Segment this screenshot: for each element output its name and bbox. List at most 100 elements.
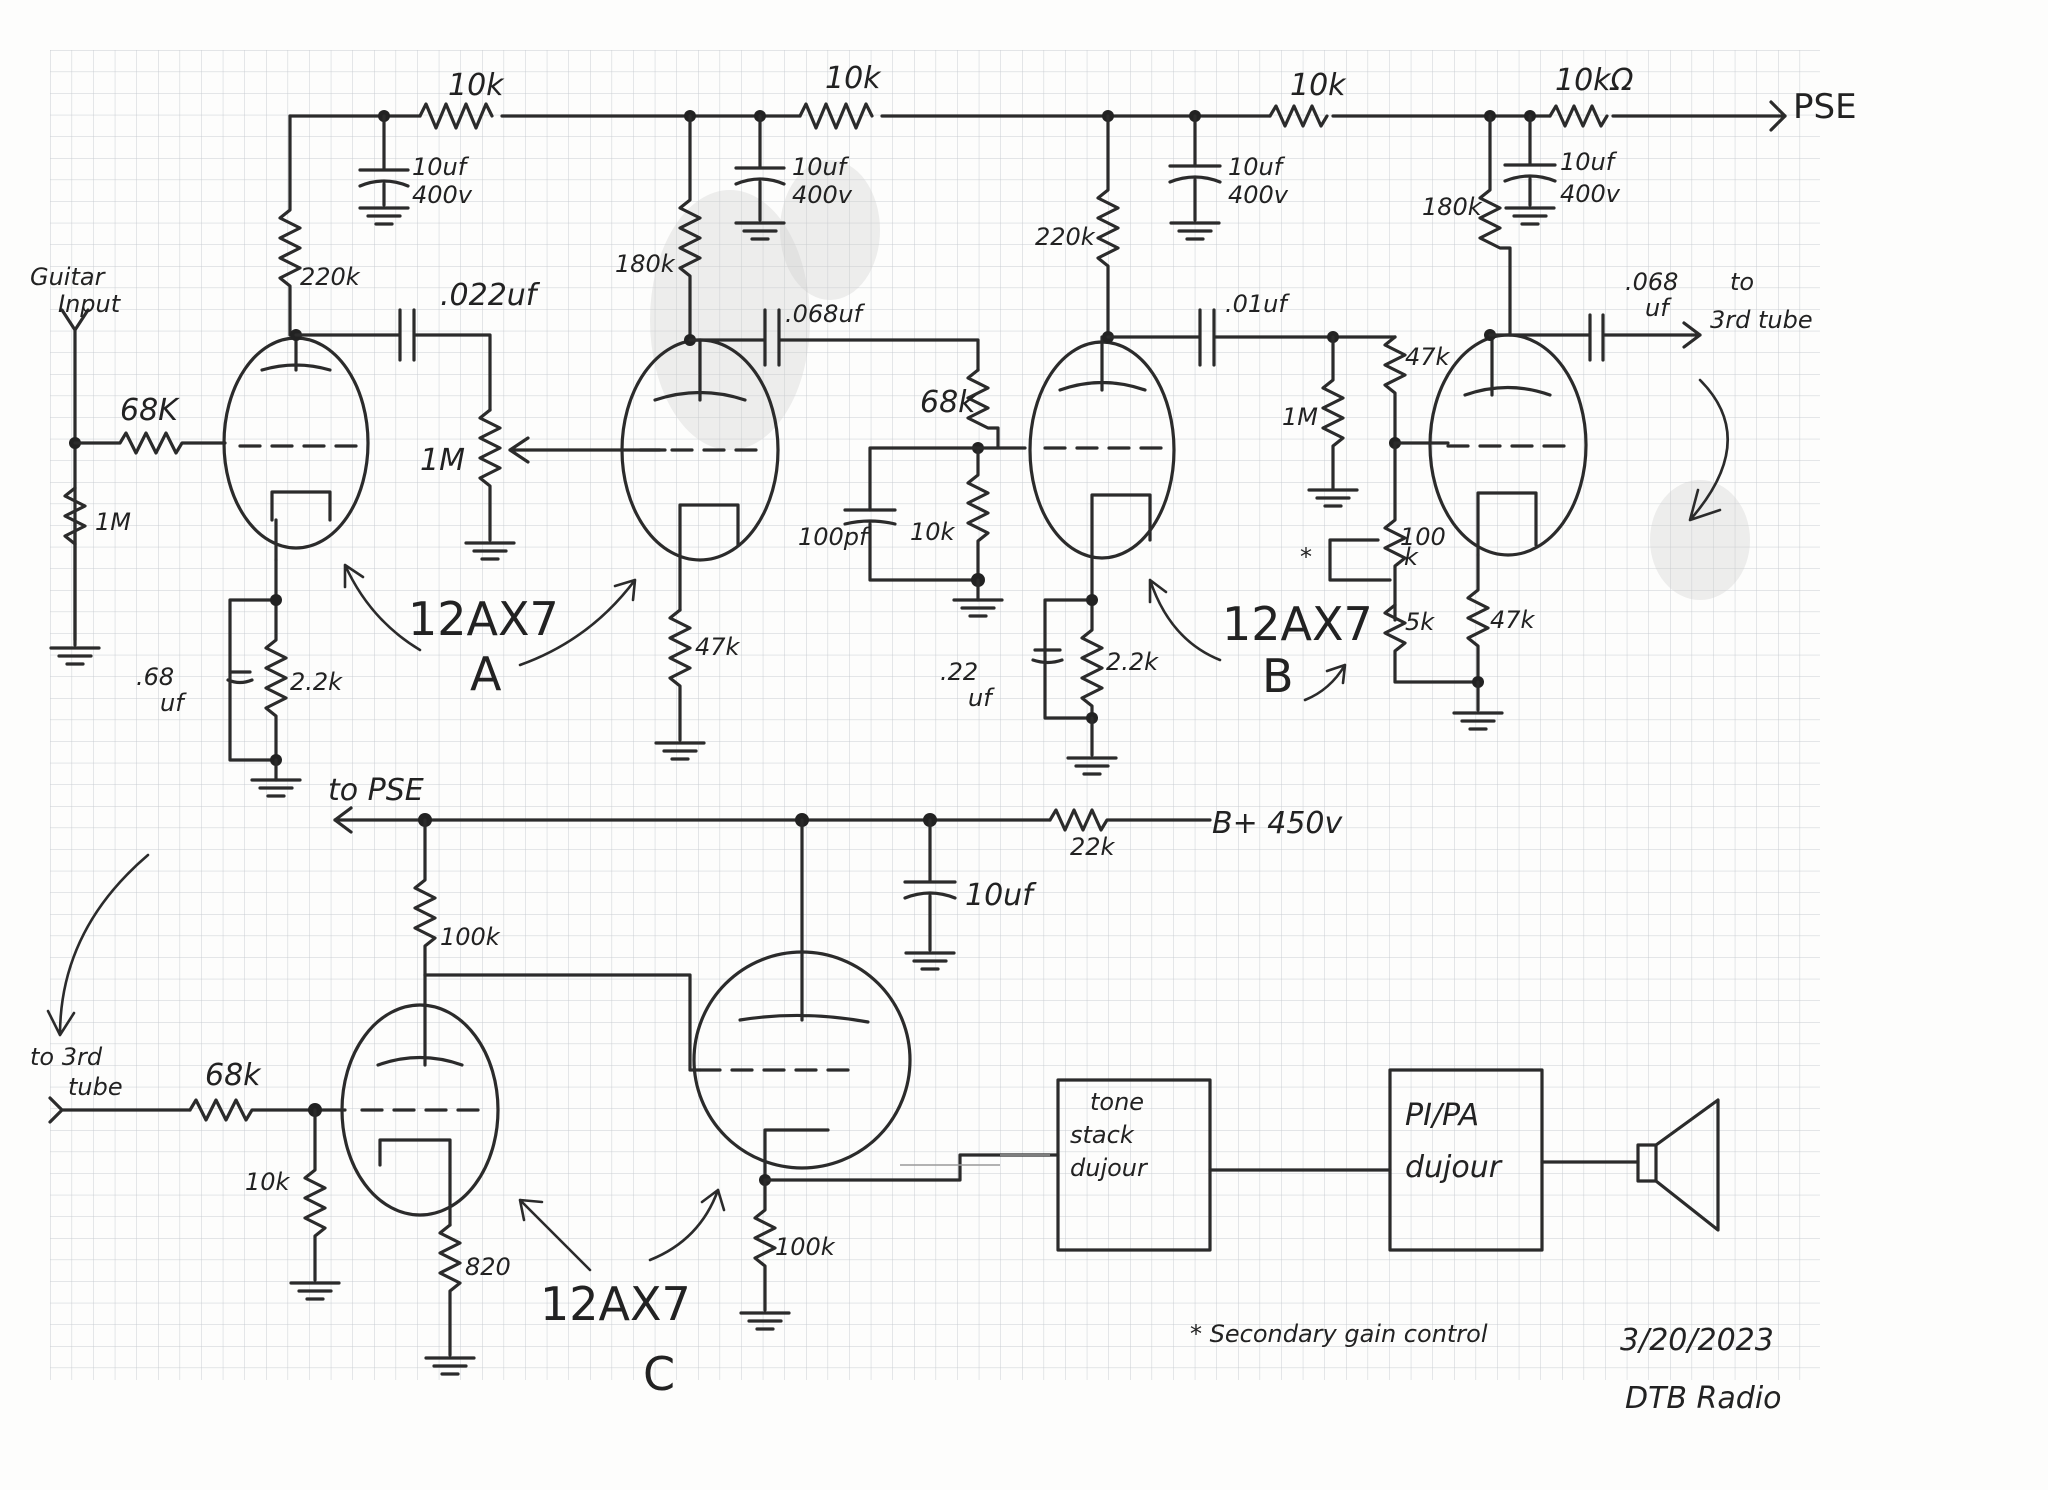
- smudge-mark: [650, 190, 810, 450]
- filter-capacitor: [1168, 114, 1222, 241]
- volume-pot: [478, 408, 502, 542]
- b-plus-filter-cap: [903, 818, 957, 971]
- resistor-grid-c-ground: [303, 1108, 327, 1282]
- coupling-wire-b1: [1106, 308, 1397, 367]
- label-r-plate-c1: 100k: [440, 923, 501, 951]
- arrow-to-3rd-tube: [1688, 378, 1729, 522]
- label-r-input-ground: 1M: [95, 508, 131, 536]
- label-author: DTB Radio: [1625, 1381, 1782, 1416]
- label-r-cathode-c1: 820: [465, 1253, 511, 1281]
- grid-resistor-b2: [1321, 335, 1345, 490]
- label-r-cathode-b2: 47k: [1490, 606, 1536, 634]
- tube-c-triode-1: [340, 973, 500, 1227]
- label-r-supply-3: 10k: [1290, 68, 1347, 103]
- secondary-gain-pot: [1328, 441, 1407, 622]
- label-r-b-plus: 22k: [1070, 833, 1116, 861]
- coupling-wire-a1: [294, 308, 492, 412]
- cathode-resistor-a2: [668, 608, 692, 742]
- arrow-from-stage-b: [46, 853, 150, 1037]
- plate-resistor-b1: [1096, 114, 1120, 339]
- supply-rail-top: [288, 100, 1787, 132]
- label-c-couple-1: .022uf: [440, 278, 541, 313]
- cathode-follower-output-faint: [900, 1154, 1050, 1166]
- plate-resistor-c1: [413, 818, 437, 977]
- resistor-5k: [1383, 603, 1480, 684]
- pi-pa-box: [1388, 1068, 1544, 1252]
- label-tube-c-letter: C: [643, 1347, 675, 1401]
- label-r-supply-2: 10k: [825, 61, 882, 96]
- bright-cap: [843, 508, 980, 582]
- filter-capacitor: [734, 114, 786, 241]
- label-asterisk: *: [1300, 543, 1312, 571]
- label-date: 3/20/2023: [1620, 1323, 1774, 1358]
- cathode-resistor-c1: [438, 1223, 462, 1357]
- filter-capacitor: [358, 114, 410, 226]
- label-r-cathode-c2: 100k: [775, 1233, 836, 1261]
- smudge-mark: [1650, 480, 1750, 600]
- divider-wire: [868, 446, 990, 582]
- arrow-tube-a-right: [518, 578, 637, 667]
- label-r-grid-c: 68k: [205, 1058, 262, 1093]
- arrow-tube-c-right: [648, 1188, 726, 1262]
- resistor-input-ground: [63, 486, 87, 546]
- label-r-supply-1: 10k: [448, 68, 505, 103]
- label-r-plate-b1: 220k: [1035, 223, 1096, 251]
- arrow-tube-b-left: [1148, 578, 1222, 662]
- label-to-pse: to PSE: [328, 773, 424, 808]
- label-r-supply-4: 10kΩ: [1555, 63, 1634, 98]
- plate-resistor-a2: [678, 114, 702, 342]
- label-c-bright: 100pf: [798, 523, 871, 551]
- arrow-tube-b-right: [1303, 663, 1347, 702]
- label-footnote: * Secondary gain control: [1190, 1320, 1488, 1348]
- series-resistor-b2: [1383, 335, 1407, 445]
- label-r-cathode-a1: 2.2k: [290, 668, 343, 696]
- label-r-cathode-b1: 2.2k: [1106, 648, 1159, 676]
- label-r-grid-stop: 68K: [120, 393, 180, 428]
- label-r-plate-a2: 180k: [615, 250, 676, 278]
- label-r-cathode-a2: 47k: [695, 633, 741, 661]
- label-r-grid-b2-series: 47k: [1405, 343, 1451, 371]
- cathode-resistor-b2: [1466, 553, 1490, 684]
- label-tube-b-letter: B: [1262, 649, 1294, 703]
- guitar-input-jack: [49, 308, 101, 666]
- label-tube-a-name: 12AX7: [408, 592, 559, 646]
- smudge-mark: [780, 160, 880, 300]
- resistor-grid-c: [188, 1098, 347, 1122]
- tube-c-triode-2: [692, 818, 912, 1182]
- cathode-cap-a1: [226, 670, 254, 685]
- filter-capacitor: [1503, 114, 1557, 226]
- label-b-plus: B+ 450v: [1212, 806, 1344, 841]
- divider-resistor-top: [966, 368, 1000, 450]
- label-r-plate-b2: 180k: [1422, 193, 1483, 221]
- tube-b-triode-1: [1028, 335, 1176, 602]
- label-pse-top: PSE: [1793, 87, 1857, 127]
- label-r-div-bottom: 10k: [910, 518, 956, 546]
- label-c-couple-2: .068uf: [785, 300, 866, 328]
- coupling-wire-a2: [688, 308, 980, 372]
- plate-resistor-b2: [1478, 114, 1512, 337]
- label-r-div-top: 68k: [920, 385, 977, 420]
- plate-resistor-a1: [278, 114, 302, 337]
- graph-paper-grid: [50, 50, 1820, 1380]
- label-r-grid-c-ground: 10k: [245, 1168, 291, 1196]
- speaker-icon: [1636, 1098, 1720, 1232]
- label-r-5k: 5k: [1405, 608, 1435, 636]
- label-c-couple-3: .01uf: [1225, 290, 1290, 318]
- coupling-wire-b2: [1488, 313, 1702, 362]
- cathode-cap-b1: [1031, 648, 1064, 665]
- label-r-grid-b2: 1M: [1282, 403, 1318, 431]
- arrow-tube-a-left: [343, 563, 422, 652]
